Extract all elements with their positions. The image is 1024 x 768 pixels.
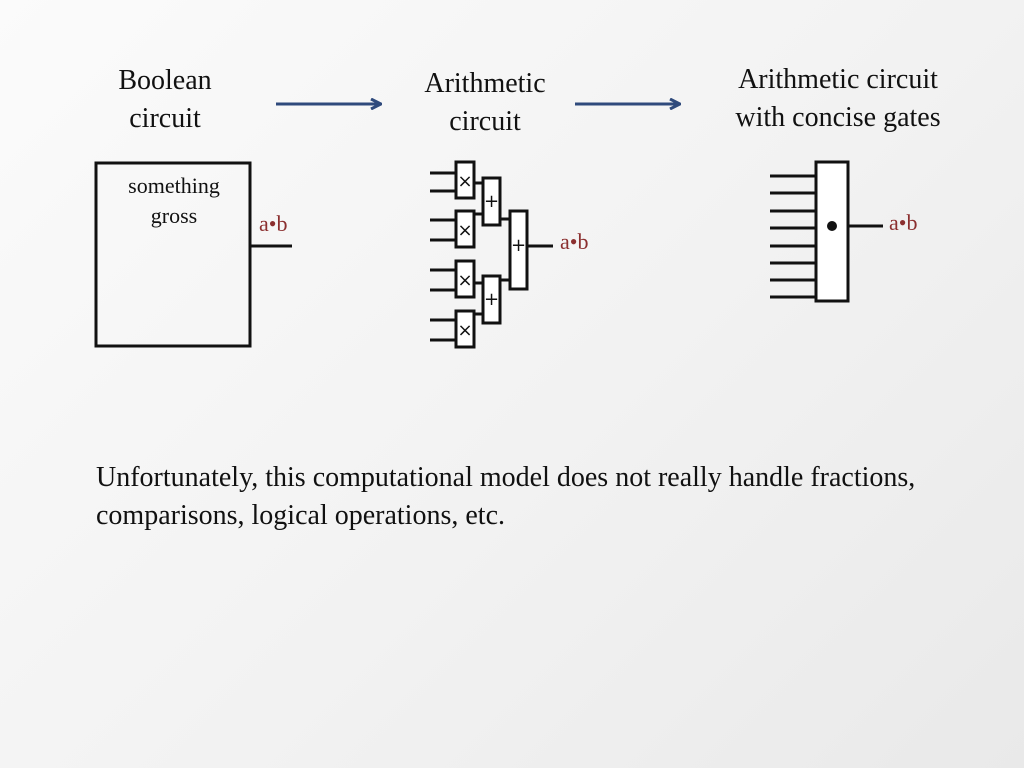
body-paragraph: Unfortunately, this computational model … (96, 462, 916, 531)
boolean-circuit-box (94, 161, 252, 348)
multiply-symbol: × (457, 320, 472, 341)
title-line: Arithmetic (424, 68, 546, 99)
boolean-box-text: something gross (100, 171, 248, 231)
dot-symbol (827, 221, 837, 231)
add-gate (481, 274, 502, 325)
add-symbol: + (484, 191, 499, 212)
title-line: with concise gates (735, 102, 941, 133)
title-line: circuit (129, 103, 201, 134)
title-line: circuit (449, 106, 521, 137)
arithmetic-circuit: × × × × + + + (430, 160, 553, 349)
multiply-symbol: × (457, 220, 472, 241)
multiply-gate (454, 259, 476, 299)
add-gate (481, 176, 502, 227)
multiply-gate (454, 309, 476, 349)
concise-output-label: a•b (889, 210, 918, 235)
add-symbol: + (511, 235, 526, 256)
boolean-circuit-title: Boolean circuit (95, 62, 235, 138)
box-text-line: gross (150, 203, 198, 228)
concise-gate-circuit (770, 160, 883, 303)
multiply-symbol: × (457, 171, 472, 192)
box-text-line: something (128, 173, 220, 198)
multiply-gate (454, 160, 476, 200)
multiply-symbol: × (457, 270, 472, 291)
add-symbol: + (484, 289, 499, 310)
concise-circuit-title: Arithmetic circuit with concise gates (700, 61, 976, 137)
title-line: Boolean (118, 65, 212, 96)
arithmetic-circuit-title: Arithmetic circuit (405, 65, 565, 141)
boolean-output-label: a•b (259, 211, 288, 236)
add-gate (508, 209, 529, 291)
title-line: Arithmetic circuit (738, 64, 938, 95)
multiply-gate (454, 209, 476, 249)
arithmetic-output-label: a•b (560, 229, 589, 254)
concise-gate (814, 160, 850, 303)
